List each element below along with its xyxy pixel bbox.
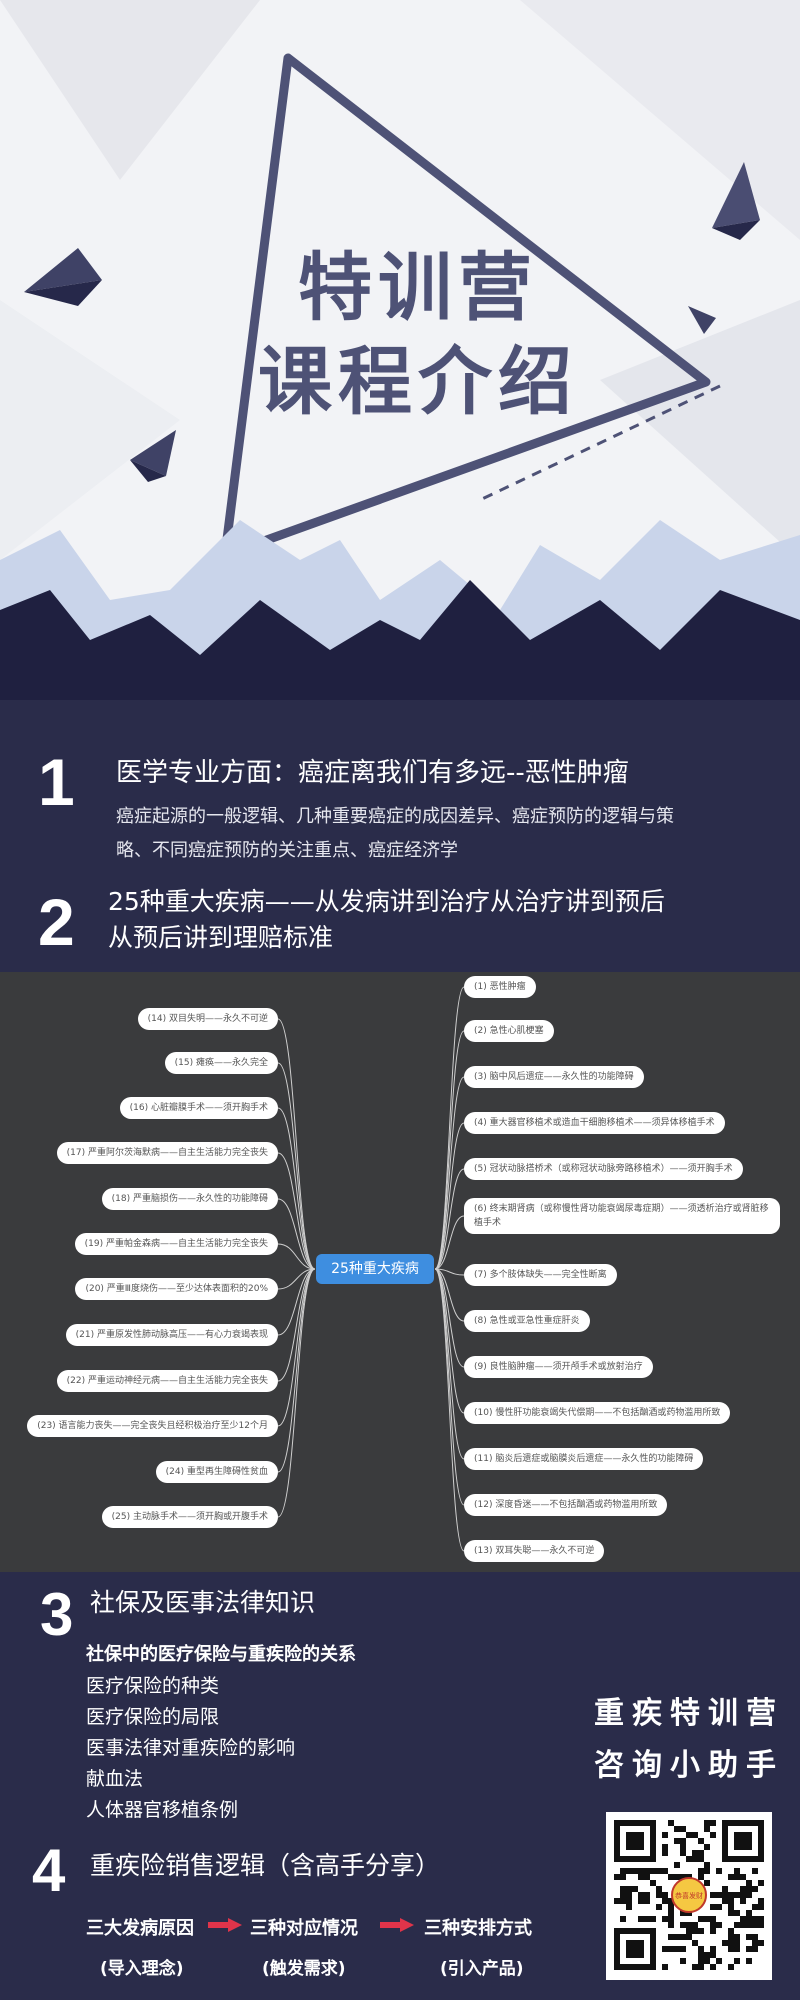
mind-map-connectors: [277, 986, 465, 1552]
section-4-title: 重疾险销售逻辑（含高手分享）: [90, 1851, 441, 1880]
flow-step-3-label: 三种安排方式: [424, 1918, 532, 1939]
mind-map-connector: [277, 1018, 316, 1270]
qr-code-graphic: 恭喜发财: [614, 1820, 764, 1970]
section-3-item: 医疗保险的种类: [86, 1675, 220, 1697]
mind-map-node-right: (2) 急性心肌梗塞: [464, 1020, 554, 1042]
mind-map-connector: [277, 1062, 316, 1270]
mind-map-connector: [434, 986, 465, 1270]
section-3-item: 人体器官移植条例: [86, 1799, 239, 1821]
flow-step-2-label: 三种对应情况: [250, 1918, 358, 1939]
mind-map-connector: [434, 1168, 465, 1270]
mind-map-connector: [434, 1268, 465, 1506]
flow-step-3-sub: (引入产品): [440, 1959, 524, 1979]
mind-map-connector: [277, 1268, 316, 1473]
section-1-number: 1: [38, 745, 75, 819]
mind-map-connector: [277, 1268, 316, 1427]
section-3-item: 社保中的医疗保险与重疾险的关系: [86, 1644, 356, 1665]
mind-map-node-left: (15) 瘫痪——永久完全: [164, 1052, 278, 1074]
mind-map-center-node: 25种重大疾病: [316, 1254, 434, 1284]
contact-line1: 重疾特训营: [594, 1696, 784, 1731]
mind-map-connector: [277, 1243, 316, 1270]
mind-map-node-right: (6) 终末期肾病（或称慢性肾功能衰竭尿毒症期）——须透析治疗或肾脏移植手术: [464, 1198, 780, 1234]
mind-map-node-left: (24) 重型再生障碍性贫血: [155, 1461, 278, 1483]
mind-map-connector: [277, 1198, 316, 1270]
mind-map-connector: [277, 1107, 316, 1270]
hero-title-line1: 特训营: [298, 245, 538, 331]
mind-map-node-right: (4) 重大器官移植术或造血干细胞移植术——须异体移植手术: [464, 1112, 725, 1134]
section-3-item: 医事法律对重疾险的影响: [86, 1737, 296, 1759]
mind-map-connector: [277, 1268, 316, 1518]
mind-map-node-left: (21) 严重原发性肺动脉高压——有心力衰竭表现: [65, 1324, 278, 1346]
mind-map-node-right: (10) 慢性肝功能衰竭失代偿期——不包括酗酒或药物滥用所致: [464, 1402, 731, 1424]
section-3-item: 献血法: [86, 1768, 144, 1790]
mind-map-connector: [434, 1268, 465, 1368]
mind-map-node-left: (20) 严重Ⅲ度烧伤——至少达体表面积的20%: [75, 1278, 278, 1300]
section-3-number: 3: [40, 1581, 74, 1648]
mind-map-node-left: (17) 严重阿尔茨海默病——自主生活能力完全丧失: [56, 1142, 278, 1164]
mind-map-connector: [434, 1030, 465, 1270]
mind-map-node-right: (11) 脑炎后遗症或脑膜炎后遗症——永久性的功能障碍: [464, 1448, 704, 1470]
section-2-number: 2: [38, 885, 75, 959]
mind-map-connector: [277, 1268, 316, 1290]
mind-map-node-right: (8) 急性或亚急性重症肝炎: [464, 1310, 590, 1332]
mind-map-node-right: (9) 良性脑肿瘤——须开颅手术或放射治疗: [464, 1356, 653, 1378]
qr-code-icon[interactable]: 恭喜发财: [606, 1812, 772, 1980]
mind-map-node-right: (5) 冠状动脉搭桥术（或称冠状动脉旁路移植术）——须开胸手术: [464, 1158, 743, 1180]
section-1-desc-line1: 癌症起源的一般逻辑、几种重要癌症的成因差异、癌症预防的逻辑与策: [116, 806, 674, 827]
mind-map-node-right: (7) 多个肢体缺失——完全性断离: [464, 1264, 617, 1286]
mind-map-connector: [434, 1268, 465, 1552]
section-2-title-line2: 从预后讲到理赔标准: [108, 923, 334, 952]
mind-map-node-left: (22) 严重运动神经元病——自主生活能力完全丧失: [56, 1370, 278, 1392]
qr-badge: [671, 1877, 707, 1913]
mind-map-connector: [434, 1122, 465, 1270]
mind-map-node-left: (19) 严重帕金森病——自主生活能力完全丧失: [74, 1233, 278, 1255]
section-4-number: 4: [32, 1837, 66, 1904]
mind-map-node-right: (1) 恶性肿瘤: [464, 976, 536, 998]
mind-map-node-left: (18) 严重脑损伤——永久性的功能障碍: [101, 1188, 278, 1210]
section-2-title-line1: 25种重大疾病——从发病讲到治疗从治疗讲到预后: [108, 887, 665, 916]
mind-map-node-right: (3) 脑中风后遗症——永久性的功能障碍: [464, 1066, 644, 1088]
qr-badge-text: 恭喜发财: [675, 1891, 703, 1900]
mind-map-connector: [434, 1215, 465, 1270]
flow-step-1-sub: (导入理念): [100, 1959, 184, 1979]
section-1-title: 医学专业方面：癌症离我们有多远--恶性肿瘤: [116, 758, 629, 788]
section-3-title: 社保及医事法律知识: [90, 1588, 316, 1617]
contact-line2: 咨询小助手: [594, 1748, 784, 1783]
mind-map-node-left: (14) 双目失明——永久不可逆: [137, 1008, 278, 1030]
mind-map-connector: [277, 1152, 316, 1270]
mind-map-node-left: (16) 心脏瓣膜手术——须开胸手术: [119, 1097, 278, 1119]
section-1-desc-line2: 略、不同癌症预防的关注重点、癌症经济学: [116, 840, 458, 861]
hero-title-line2: 课程介绍: [258, 339, 578, 425]
mind-map-connector: [434, 1076, 465, 1270]
hero-banner: 特训营 课程介绍: [0, 0, 800, 710]
intro-sections: [0, 700, 800, 975]
mind-map-connector: [434, 1268, 465, 1322]
mind-map-node-right: (13) 双耳失聪——永久不可逆: [464, 1540, 605, 1562]
arrow-right-icon: [380, 1918, 414, 1932]
mind-map-node-right: (12) 深度昏迷——不包括酗酒或药物滥用所致: [464, 1494, 668, 1516]
section-3-item: 医疗保险的局限: [86, 1706, 220, 1728]
flow-step-1-label: 三大发病原因: [86, 1918, 194, 1939]
hero-decoration: [0, 0, 800, 710]
mind-map-connector: [277, 1268, 316, 1336]
flow-step-2-sub: (触发需求): [262, 1959, 346, 1979]
mind-map-connector: [277, 1268, 316, 1382]
arrow-right-icon: [208, 1918, 242, 1932]
mind-map-node-left: (23) 语言能力丧失——完全丧失且经积极治疗至少12个月: [27, 1415, 278, 1437]
mind-map-connector: [434, 1268, 465, 1276]
mind-map-node-left: (25) 主动脉手术——须开胸或开腹手术: [101, 1506, 278, 1528]
